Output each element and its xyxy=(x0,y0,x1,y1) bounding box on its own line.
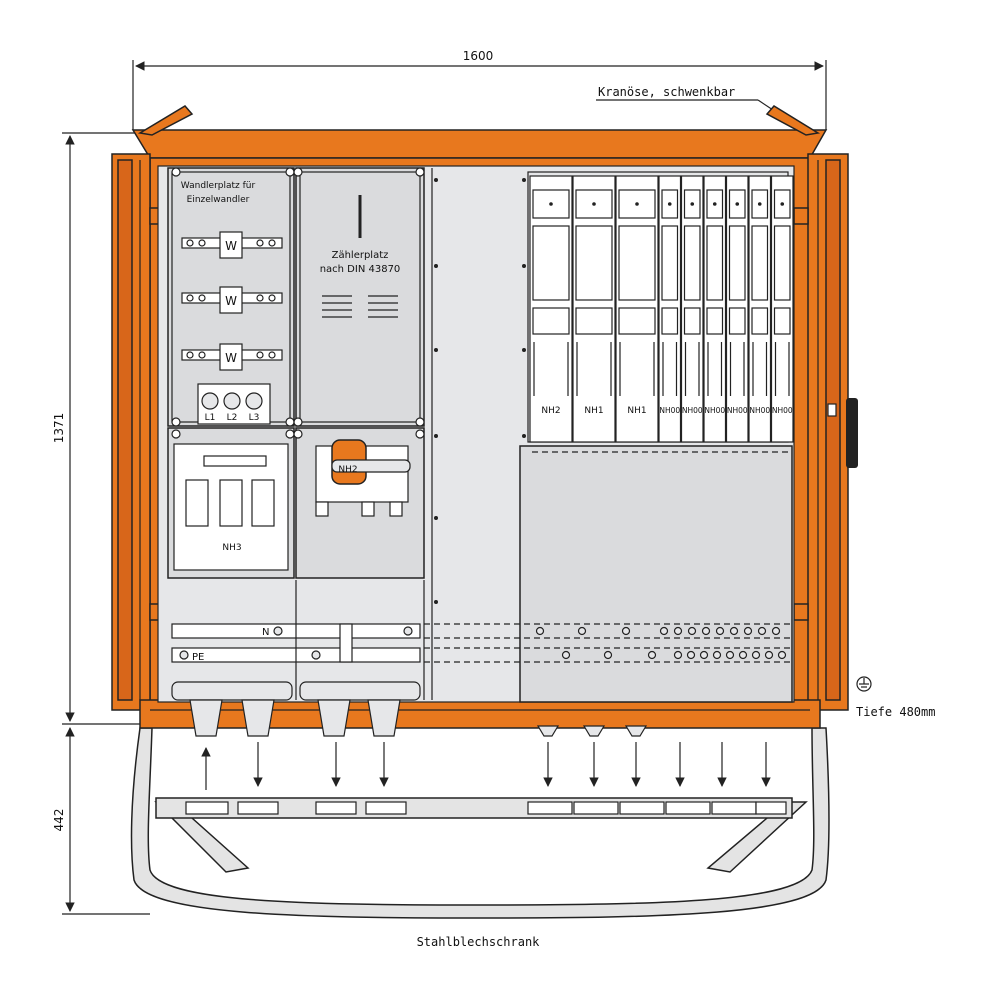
stand-mounting-rail xyxy=(185,801,787,815)
phase-label-l2: L2 xyxy=(227,413,238,423)
busbar-screw xyxy=(729,626,739,636)
fuse-strip: NH00 xyxy=(770,175,794,443)
nh2-switch-panel: NH2 xyxy=(295,427,425,579)
fuse-strip: NH00 xyxy=(748,175,772,443)
busbar-n-pe: N PE xyxy=(171,580,425,700)
busbar-screw xyxy=(535,626,545,636)
busbar-screw xyxy=(751,650,761,660)
door-handle xyxy=(846,398,858,468)
earth-ground-icon xyxy=(856,676,872,692)
busbar-screw xyxy=(561,650,571,660)
width-label: 1600 xyxy=(463,49,494,63)
busbar-screw xyxy=(647,650,657,660)
busbar-screw xyxy=(715,626,725,636)
busbar-n-label: N xyxy=(262,627,269,638)
stand-frame xyxy=(130,727,830,919)
fuse-strip: NH00 xyxy=(703,175,727,443)
busbar-screw xyxy=(673,650,683,660)
busbar-screw xyxy=(738,650,748,660)
fuse-strip-label: NH00 xyxy=(659,406,680,415)
meter-title-2: nach DIN 43870 xyxy=(320,264,401,275)
fuse-strip-label: NH2 xyxy=(541,406,560,416)
busbar-screw xyxy=(686,650,696,660)
busbar-screw xyxy=(673,626,683,636)
meter-panel: Zählerplatz nach DIN 43870 xyxy=(295,167,425,427)
nh3-panel: NH3 xyxy=(167,427,295,579)
transformer-title-2: Einzelwandler xyxy=(187,195,250,205)
nh3-label: NH3 xyxy=(222,543,241,553)
fuse-strip-label: NH1 xyxy=(584,406,603,416)
fuse-strip-label: NH1 xyxy=(627,406,646,416)
depth-label: Tiefe 480mm xyxy=(856,705,935,719)
nh2-switch-label: NH2 xyxy=(338,465,357,475)
fuse-strip-label: NH00 xyxy=(727,406,748,415)
material-caption: Stahlblechschrank xyxy=(417,935,541,949)
fuse-strip: NH2 xyxy=(529,175,573,443)
busbar-screw xyxy=(764,650,774,660)
cable-glands-left xyxy=(171,681,421,737)
busbar-right xyxy=(424,623,790,663)
current-transformer: W xyxy=(181,343,283,371)
height-label: 1371 xyxy=(52,413,66,444)
w-label: W xyxy=(225,239,237,253)
crane-eye-label: Kranöse, schwenkbar xyxy=(598,85,735,99)
busbar-screw xyxy=(603,650,613,660)
busbar-screw xyxy=(687,626,697,636)
busbar-screw xyxy=(712,650,722,660)
fuse-strip: NH00 xyxy=(725,175,749,443)
roof xyxy=(131,129,828,159)
transformer-title-1: Wandlerplatz für xyxy=(181,181,256,191)
crane-eye-left xyxy=(137,105,194,136)
base xyxy=(139,699,821,729)
fuse-strip: NH1 xyxy=(572,175,616,443)
busbar-pe-label: PE xyxy=(192,652,204,663)
busbar-screw xyxy=(757,626,767,636)
fuse-strip: NH00 xyxy=(658,175,682,443)
busbar-screw xyxy=(743,626,753,636)
panel-screws xyxy=(171,167,425,439)
busbar-screw xyxy=(701,626,711,636)
transformer-panel: Wandlerplatz für Einzelwandler W W W xyxy=(167,167,295,427)
cable-glands-right xyxy=(536,725,648,737)
busbar-screw xyxy=(659,626,669,636)
busbar-screw xyxy=(777,650,787,660)
crane-eye-annotation: Kranöse, schwenkbar xyxy=(596,85,786,119)
fuse-strip: NH1 xyxy=(615,175,659,443)
fuse-strip: NH00 xyxy=(680,175,704,443)
busbar-screw xyxy=(725,650,735,660)
busbar-screw xyxy=(621,626,631,636)
crane-eye-right xyxy=(765,105,821,136)
meter-title-1: Zählerplatz xyxy=(332,250,389,261)
fuse-strip-label: NH00 xyxy=(682,406,703,415)
phase-label-l3: L3 xyxy=(249,413,260,423)
dimension-width: 1600 xyxy=(132,49,827,130)
phase-label-l1: L1 xyxy=(205,413,216,423)
cable-arrows xyxy=(201,742,771,790)
w-label: W xyxy=(225,351,237,365)
busbar-screw xyxy=(771,626,781,636)
stand-height-label: 442 xyxy=(52,809,66,832)
dimension-stand: 442 xyxy=(52,727,150,915)
w-label: W xyxy=(225,294,237,308)
current-transformer: W xyxy=(181,286,283,314)
fuse-strip-label: NH00 xyxy=(749,406,770,415)
fuse-strip-label: NH00 xyxy=(704,406,725,415)
fuse-strip-label: NH00 xyxy=(772,406,793,415)
current-transformer: W xyxy=(181,231,283,259)
busbar-screw xyxy=(699,650,709,660)
busbar-screw xyxy=(577,626,587,636)
